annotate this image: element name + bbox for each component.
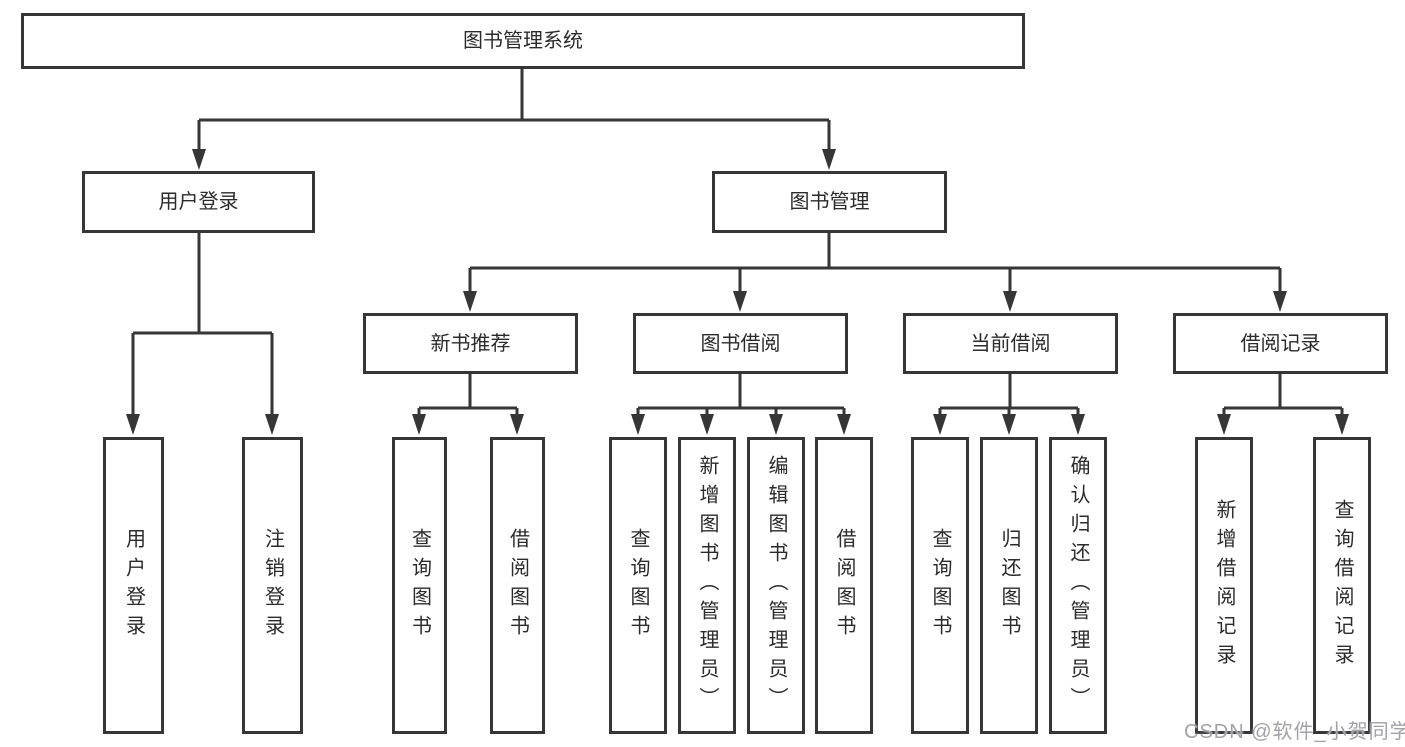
node-borrow-records: 借阅记录 [1173, 313, 1388, 374]
node-label: 借阅图书 [506, 527, 529, 644]
leaf-return-books: 归还图书 [980, 437, 1038, 734]
node-label: 图书管理系统 [463, 30, 583, 52]
arrowhead [631, 414, 645, 435]
node-label: 注销登录 [261, 527, 284, 644]
arrowhead [700, 414, 714, 435]
leaf-query-books-3: 查询图书 [911, 437, 969, 734]
node-label: 借阅图书 [833, 527, 855, 644]
arrowhead [1335, 414, 1349, 435]
arrowhead [933, 414, 947, 435]
node-label: 查询图书 [627, 527, 649, 644]
arrowhead [733, 291, 747, 312]
node-book-management-branch: 图书管理 [712, 171, 947, 233]
arrowhead [412, 414, 426, 435]
node-label: 借阅记录 [1240, 332, 1321, 355]
connector [938, 374, 1080, 418]
arrowhead [126, 414, 140, 435]
arrowhead [463, 291, 477, 312]
node-new-book-recommend: 新书推荐 [363, 313, 578, 374]
leaf-logout: 注销登录 [242, 437, 303, 734]
node-label: 查询借阅记录 [1331, 498, 1353, 673]
arrowhead [1217, 414, 1231, 435]
node-label: 图书管理 [789, 191, 870, 213]
connector [417, 374, 519, 418]
leaf-query-books-1: 查询图书 [392, 437, 447, 734]
arrowhead [192, 149, 206, 170]
leaf-add-books-admin: 新增图书（管理员） [678, 437, 736, 734]
connector [468, 233, 1282, 294]
node-label: 确认归还（管理员） [1067, 455, 1089, 716]
arrowhead [837, 414, 851, 435]
leaf-user-login: 用户登录 [103, 437, 164, 734]
arrowhead [265, 414, 279, 435]
connector [131, 233, 274, 418]
node-book-borrow: 图书借阅 [633, 313, 848, 374]
leaf-borrow-books-2: 借阅图书 [815, 437, 873, 734]
node-label: 图书借阅 [700, 332, 781, 355]
node-label: 查询图书 [408, 527, 431, 644]
node-label: 编辑图书（管理员） [765, 455, 787, 716]
leaf-query-borrow-record: 查询借阅记录 [1313, 437, 1371, 734]
arrowhead [769, 414, 783, 435]
arrowhead [1002, 414, 1016, 435]
leaf-edit-books-admin: 编辑图书（管理员） [747, 437, 805, 734]
node-label: 查询图书 [929, 527, 951, 644]
arrowhead [1071, 414, 1085, 435]
node-label: 新增借阅记录 [1213, 498, 1235, 673]
node-root-system: 图书管理系统 [21, 13, 1025, 69]
node-label: 新书推荐 [430, 332, 511, 355]
leaf-query-books-2: 查询图书 [609, 437, 667, 734]
leaf-add-borrow-record: 新增借阅记录 [1195, 437, 1253, 734]
node-label: 用户登录 [158, 191, 239, 213]
connector [197, 69, 831, 152]
leaf-confirm-return-admin: 确认归还（管理员） [1049, 437, 1107, 734]
connector [1222, 374, 1344, 418]
node-user-login-branch: 用户登录 [82, 171, 315, 233]
arrowhead [822, 149, 836, 170]
node-label: 归还图书 [998, 527, 1020, 644]
node-label: 当前借阅 [970, 332, 1051, 355]
node-label: 新增图书（管理员） [696, 455, 718, 716]
arrowhead [510, 414, 524, 435]
arrowhead [1273, 291, 1287, 312]
watermark: CSDN @软件_小贺同学 [1184, 721, 1405, 743]
node-label: 用户登录 [122, 527, 145, 644]
arrowhead [1003, 291, 1017, 312]
connector [636, 374, 846, 418]
node-current-borrow: 当前借阅 [903, 313, 1118, 374]
leaf-borrow-books-1: 借阅图书 [490, 437, 545, 734]
